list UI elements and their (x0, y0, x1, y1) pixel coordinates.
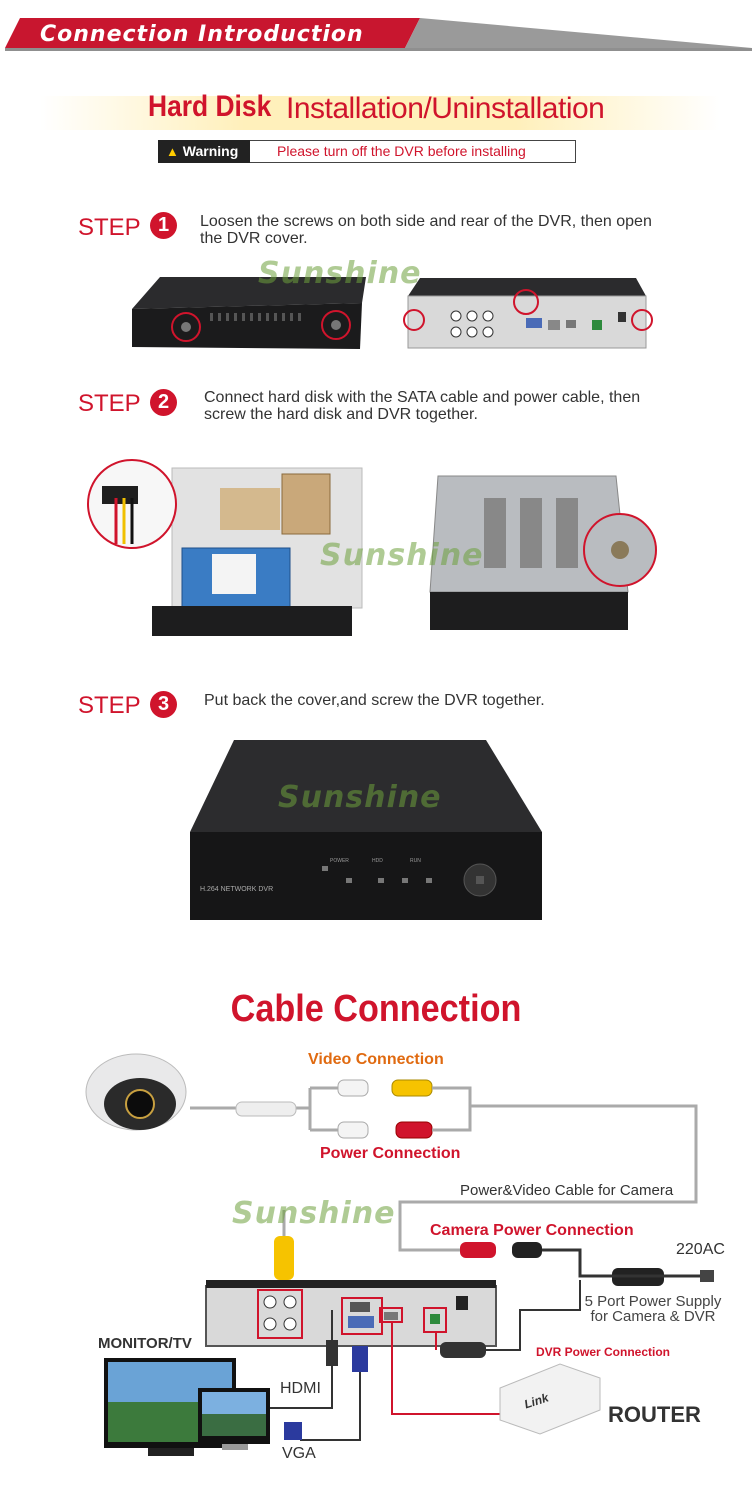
dvr-front-label: H.264 NETWORK DVR (200, 886, 274, 893)
dvr-rear-image (403, 278, 653, 349)
header-banner (5, 18, 752, 51)
vga-label: VGA (282, 1445, 316, 1462)
watermark-4: Sunshine (232, 1196, 396, 1231)
camera-power-connection-label: Camera Power Connection (430, 1222, 634, 1239)
step-2-line2: screw the hard disk and DVR together. (204, 406, 478, 423)
step-2-label: STEP (78, 390, 141, 417)
step-2-number: 2 (150, 389, 177, 416)
dvr-side-image (132, 277, 366, 349)
dvr-power-connection-label: DVR Power Connection (536, 1345, 671, 1359)
warning-label-text: Warning (182, 143, 239, 159)
page-title: Connection Introduction (40, 22, 364, 47)
hdd-title-light: Installation/Uninstallation (286, 92, 605, 125)
dvr-bottom-image (429, 475, 657, 630)
warning-icon: ▲ (166, 144, 179, 159)
title-glow (40, 96, 720, 130)
step-2-text: Connect hard disk with the SATA cable an… (204, 389, 640, 423)
dvr-button-run: RUN (410, 858, 421, 864)
dvr-closed-image (190, 740, 542, 920)
cable-title: Cable Connection (230, 988, 522, 1030)
cable-for-camera-label: Power&Video Cable for Camera (460, 1182, 674, 1199)
power-supply-line1: 5 Port Power Supply (584, 1293, 722, 1310)
step-3-number: 3 (150, 691, 177, 718)
step-1-line2: the DVR cover. (200, 230, 308, 247)
monitor-label: MONITOR/TV (98, 1335, 192, 1352)
step-1-label: STEP (78, 214, 141, 241)
router-label: ROUTER (608, 1402, 701, 1427)
dvr-button-hdd: HDD (372, 858, 383, 864)
warning-label: ▲ Warning (158, 140, 250, 163)
hdd-title-bold: Hard Disk (148, 90, 272, 123)
step-3-text: Put back the cover,and screw the DVR tog… (204, 692, 545, 709)
cable-diagram (85, 1053, 714, 1456)
power-supply-label: 5 Port Power Supply for Camera & DVR (580, 1294, 726, 1324)
watermark-2: Sunshine (320, 538, 484, 573)
step-1-text: Loosen the screws on both side and rear … (200, 213, 652, 247)
watermark-1: Sunshine (258, 256, 422, 291)
step-1-line1: Loosen the screws on both side and rear … (200, 213, 652, 230)
step-3-label: STEP (78, 692, 141, 719)
watermark-3: Sunshine (278, 780, 442, 815)
dvr-button-power: POWER (330, 858, 349, 864)
ac-label: 220AC (676, 1241, 725, 1258)
video-connection-label: Video Connection (308, 1051, 444, 1068)
dvr-open-image (87, 459, 363, 636)
step-1-number: 1 (150, 212, 177, 239)
step-2-line1: Connect hard disk with the SATA cable an… (204, 389, 641, 406)
power-supply-line2: for Camera & DVR (590, 1308, 716, 1325)
power-connection-label: Power Connection (320, 1145, 461, 1162)
hdmi-label: HDMI (280, 1380, 321, 1397)
warning-text: Please turn off the DVR before installin… (277, 143, 526, 159)
